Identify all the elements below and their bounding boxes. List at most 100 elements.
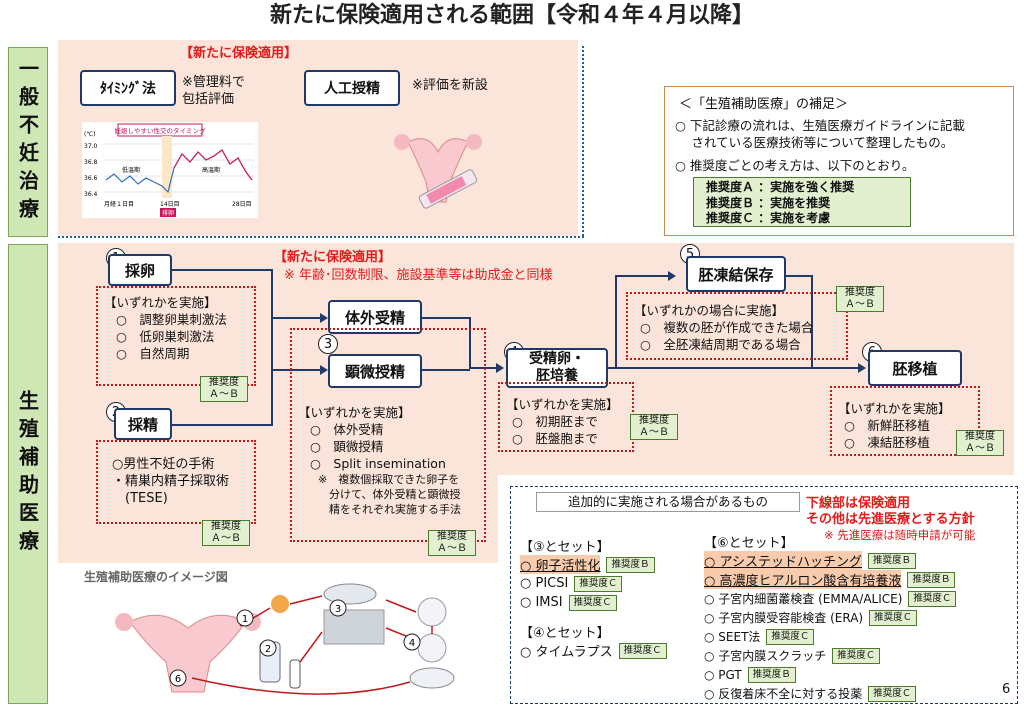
artificial-insemination-box: 人工授精 xyxy=(304,70,400,106)
step2-details: ○男性不妊の手術 ・精巣内精子採取術 (TESE) xyxy=(96,440,256,524)
chart-high-label: 高温期 xyxy=(202,166,220,174)
step1-details: 【いずれかを実施】 ○ 調整卵巣刺激法 ○ 低卵巣刺激法 ○ 自然周期 xyxy=(96,286,256,386)
step3-item: ○ Split insemination xyxy=(310,456,446,471)
additional-note1: 下線部は保険適用 xyxy=(806,496,911,511)
art-image-diagram: 1 2 3 4 6 xyxy=(115,583,455,695)
step6-item: ○ 凍結胚移植 xyxy=(844,435,930,450)
image-title: 生殖補助医療のイメージ図 xyxy=(84,570,228,584)
chart-tick: 36.8 xyxy=(84,159,98,166)
step3-item: ○ 顕微授精 xyxy=(310,439,384,454)
step3-icsi-box: 顕微授精 xyxy=(328,354,422,388)
grade-c: 推奨度Ｃ ：実施を考慮 xyxy=(706,211,831,225)
supplement-title: ＜「生殖補助医療」の補足＞ xyxy=(679,97,849,112)
additional-box xyxy=(510,486,1018,704)
additional-title: 追加的に実施される場合があるもの xyxy=(536,492,800,512)
step3-item: ○ 体外受精 xyxy=(310,422,384,437)
art-panel-lower xyxy=(58,475,498,563)
step6-intro: 【いずれかを実施】 xyxy=(838,401,951,416)
sidebar-general: 一般不妊治療 xyxy=(8,47,48,237)
step3-details: 【いずれかを実施】 ○ 体外受精 ○ 顕微授精 ○ Split insemina… xyxy=(290,328,486,542)
step5-intro: 【いずれかの場合に実施】 xyxy=(634,303,785,318)
set6-item: ○ 反復着床不全に対する投薬推奨度Ｃ xyxy=(704,684,956,703)
step6-details: 【いずれかを実施】 ○ 新鮮胚移植 ○ 凍結胚移植 xyxy=(830,386,980,456)
sidebar-art: 生殖補助医療 xyxy=(8,244,48,704)
set6-item: ○ 子宮内膜受容能検査 (ERA)推奨度Ｃ xyxy=(704,608,956,627)
chart-x-tick: 月経１日目 xyxy=(104,200,134,208)
supplement-box: ＜「生殖補助医療」の補足＞ ○ 下記診療の流れは、生殖医療ガイドラインに記載 さ… xyxy=(664,86,1014,236)
diagram-num: 2 xyxy=(265,644,271,655)
ovulation-label: 排卵 xyxy=(162,209,174,217)
diagram-num: 4 xyxy=(409,638,415,649)
page-title: 新たに保険適用される範囲【令和４年４月以降】 xyxy=(269,3,754,28)
set4-head: 【④とセット】 xyxy=(520,626,610,641)
step2-item: (TESE) xyxy=(112,491,168,506)
step1-item: ○ 調整卵巣刺激法 xyxy=(116,312,227,327)
art-header: 【新たに保険適用】 xyxy=(274,250,392,265)
step1-item: ○ 低卵巣刺激法 xyxy=(116,329,215,344)
chart-unit: (℃) xyxy=(84,131,95,138)
set6-item: ○ アシステッドハッチング推奨度Ｂ xyxy=(704,551,956,570)
step4-item: ○ 初期胚まで xyxy=(512,414,598,429)
set6-group: 【⑥とセット】 ○ アシステッドハッチング推奨度Ｂ ○ 高濃度ヒアルロン酸含有培… xyxy=(704,532,957,703)
set6-item: ○ 子宮内細菌叢検査 (EMMA/ALICE)推奨度Ｃ xyxy=(704,589,957,608)
general-header: 【新たに保険適用】 xyxy=(180,46,298,61)
art-note: ※ 年齢･回数制限、施設基準等は助成金と同様 xyxy=(284,268,553,283)
step4-details: 【いずれかを実施】 ○ 初期胚まで ○ 胚盤胞まで xyxy=(498,382,634,452)
chart-low-label: 低温期 xyxy=(122,166,140,174)
step2-box: 採精 xyxy=(114,408,172,440)
step6-box: 胚移植 xyxy=(868,350,962,386)
step5-box: 胚凍結保存 xyxy=(686,256,786,292)
timing-method-box: ﾀｲﾐﾝｸﾞ法 xyxy=(80,70,176,106)
temperature-chart-svg: 妊娠しやすい性交のタイミング (℃) 37.0 36.8 36.6 36.4 低… xyxy=(84,123,254,217)
timing-note: ※管理料で 包括評価 xyxy=(182,75,245,107)
step3-intro: 【いずれかを実施】 xyxy=(298,405,411,420)
chart-banner: 妊娠しやすい性交のタイミング xyxy=(115,126,206,135)
uterus-illustration xyxy=(388,112,488,222)
ai-note: ※評価を新設 xyxy=(412,78,488,93)
step1-item: ○ 自然周期 xyxy=(116,346,190,361)
step5-item: ○ 複数の胚が作成できた場合 xyxy=(640,320,814,335)
step2-item: ○男性不妊の手術 xyxy=(112,457,215,472)
step1-intro: 【いずれかを実施】 xyxy=(104,295,217,310)
set4-group: 【④とセット】 ○ タイムラプス推奨度Ｃ xyxy=(520,622,667,660)
step3-number: 3 xyxy=(318,334,338,354)
divider xyxy=(58,236,584,238)
step6-item: ○ 新鮮胚移植 xyxy=(844,418,930,433)
additional-note3: ※ 先進医療は随時申請が可能 xyxy=(824,528,976,542)
chart-x-tick: 14日目 xyxy=(160,201,180,208)
supplement-line2: ○ 推奨度ごとの考え方は、以下のとおり。 xyxy=(675,158,915,173)
temperature-chart: 妊娠しやすい性交のタイミング (℃) 37.0 36.8 36.6 36.4 低… xyxy=(82,122,258,218)
chart-tick: 36.6 xyxy=(84,175,98,182)
step4-box: 受精卵・ 胚培養 xyxy=(506,348,608,388)
chart-x-tick: 28日目 xyxy=(232,201,252,208)
set6-head: 【⑥とセット】 xyxy=(704,536,794,551)
supplement-line1: ○ 下記診療の流れは、生殖医療ガイドラインに記載 されている医療技術等について整… xyxy=(675,118,965,150)
chart-tick: 37.0 xyxy=(84,143,98,150)
set6-item: ○ SEET法推奨度Ｃ xyxy=(704,627,956,646)
set3-head: 【③とセット】 xyxy=(520,540,610,555)
set4-item: ○ タイムラプス推奨度Ｃ xyxy=(520,641,667,660)
diagram-num: 6 xyxy=(175,674,181,685)
step2-item: ・精巣内精子採取術 xyxy=(112,474,230,489)
step5-item: ○ 全胚凍結周期である場合 xyxy=(640,337,801,352)
step3-note: ※ 複数個採取できた卵子を 分けて、体外受精と顕微授 精をそれぞれ実施する手法 xyxy=(318,473,461,516)
diagram-num: 3 xyxy=(335,604,341,615)
ovulation-band xyxy=(162,136,172,198)
page-number: 6 xyxy=(1002,682,1011,697)
divider xyxy=(582,46,584,236)
set6-item: ○ 高濃度ヒアルロン酸含有培養液推奨度Ｂ xyxy=(704,570,956,589)
set6-item: ○ 子宮内膜スクラッチ推奨度Ｃ xyxy=(704,646,956,665)
grade-a: 推奨度Ａ ：実施を強く推奨 xyxy=(706,180,855,194)
chart-tick: 36.4 xyxy=(84,191,98,198)
